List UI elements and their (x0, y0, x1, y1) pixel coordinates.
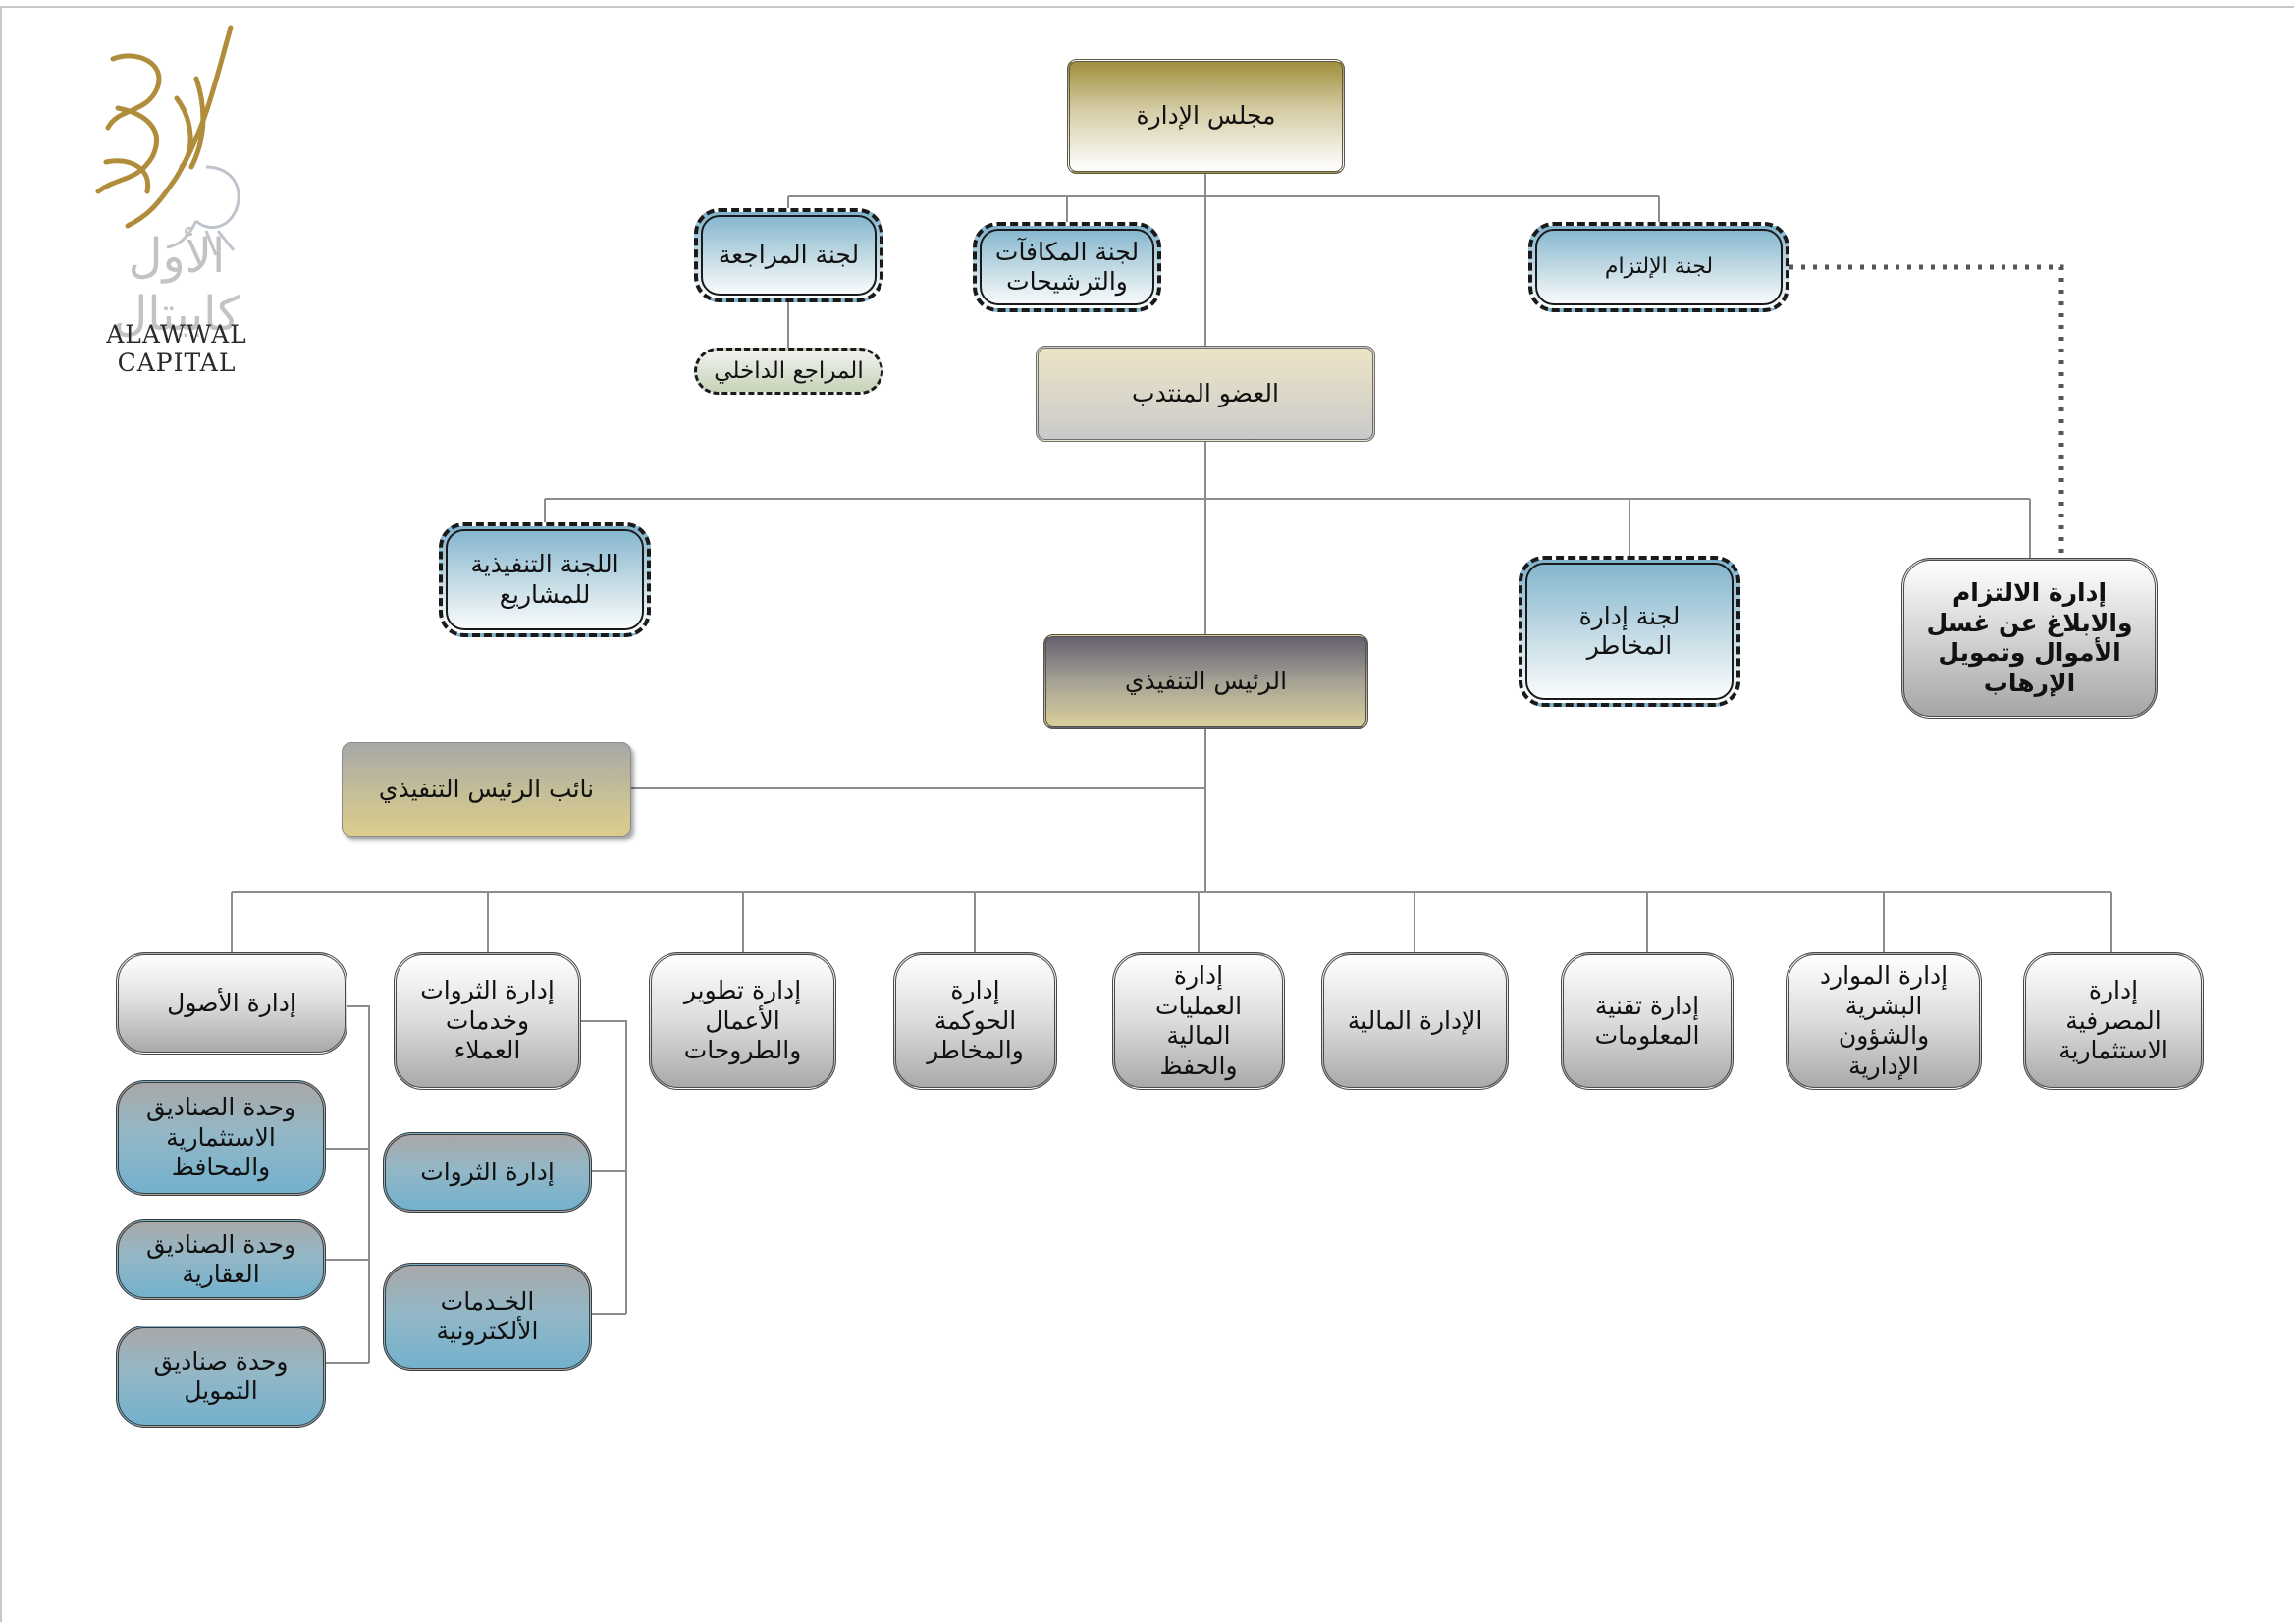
logo-wordmark: ALAWWAL CAPITAL (106, 320, 247, 377)
managing-director-box: العضو المنتدب (1036, 346, 1375, 442)
aml-compliance-box: إدارة الالتزام والابلاغ عن غسل الأموال و… (1901, 558, 2158, 719)
it-department-box: إدارة تقنية المعلومات (1561, 952, 1734, 1090)
wealth-management-box: إدارة الثروات (383, 1132, 592, 1213)
board-of-directors-box: مجلس الإدارة (1067, 59, 1345, 174)
remuneration-committee-box: لجنة المكافآت والترشيحات (973, 222, 1161, 312)
connector-wealth-units (581, 1020, 627, 1314)
finance-department-box: الإدارة المالية (1321, 952, 1509, 1090)
business-development-box: إدارة تطوير الأعمال والطروحات (649, 952, 836, 1090)
internal-auditor-box: المراجع الداخلي (694, 348, 883, 395)
connector-assets-units (347, 1005, 370, 1363)
compliance-committee-box: لجنة الإلتزام (1528, 222, 1789, 312)
audit-committee-box: لجنة المراجعة (694, 208, 883, 302)
logo-arabic: الأول كابيتال (113, 229, 240, 342)
alawwal-logo-icon (95, 25, 240, 256)
investment-banking-box: إدارة المصرفية الاستثمارية (2023, 952, 2204, 1090)
page-frame (0, 6, 2294, 1622)
connector-compliance-dotted (1789, 264, 2064, 558)
assets-management-box: إدارة الأصول (116, 952, 347, 1055)
e-services-box: الخـدمات الألكترونية (383, 1263, 592, 1371)
projects-committee-box: اللجنة التنفيذية للمشاريع (439, 522, 651, 637)
ceo-box: الرئيس التنفيذي (1043, 634, 1368, 729)
real-estate-funds-unit-box: وحدة الصناديق العقارية (116, 1219, 326, 1300)
risk-committee-box: لجنة إدارة المخاطر (1519, 556, 1740, 707)
financial-operations-box: إدارة العمليات المالية والحفظ (1112, 952, 1285, 1090)
deputy-ceo-box: نائب الرئيس التنفيذي (342, 742, 631, 837)
hr-admin-box: إدارة الموارد البشرية والشؤون الإدارية (1786, 952, 1982, 1090)
governance-risk-box: إدارة الحوكمة والمخاطر (893, 952, 1057, 1090)
investment-funds-unit-box: وحدة الصناديق الاستثمارية والمحافظ (116, 1080, 326, 1196)
wealth-client-services-box: إدارة الثروات وخدمات العملاء (394, 952, 581, 1090)
financing-funds-unit-box: وحدة صناديق التمويل (116, 1326, 326, 1428)
